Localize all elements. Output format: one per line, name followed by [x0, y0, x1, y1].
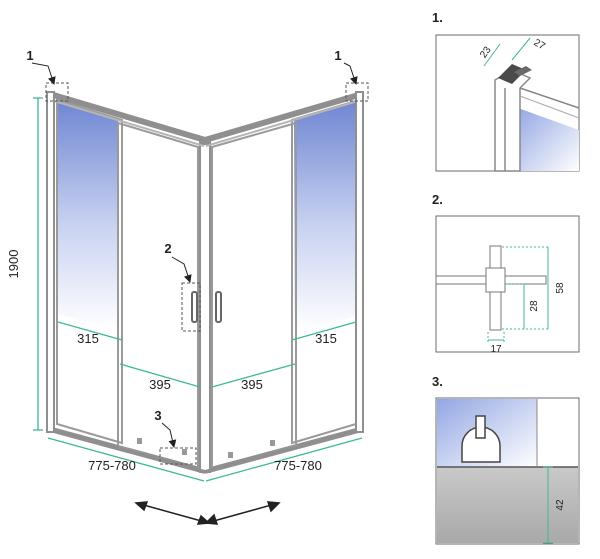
detail3-panel: [435, 397, 580, 545]
detail2-dimensions: [487, 246, 550, 344]
right-total-width: 775-780: [274, 458, 322, 473]
left-door-handle: [191, 291, 198, 323]
width-adjust-arrows: [134, 501, 281, 525]
left-total-width: 775-780: [88, 458, 136, 473]
callout-box-roller: [159, 447, 197, 465]
top-rail-inner-right: [205, 100, 359, 147]
bottom-rail-left: [49, 428, 206, 474]
top-rail-right: [204, 91, 363, 143]
right-door-handle: [215, 291, 222, 323]
corner-cap: [200, 137, 210, 145]
detail2-dim-total: 58: [555, 282, 566, 294]
detail1-label: 1.: [432, 10, 443, 25]
detail3-dimensions: [543, 466, 553, 544]
bottom-rail-right: [204, 428, 363, 474]
top-rail-left: [49, 91, 206, 143]
callout-box-handle: [181, 282, 201, 332]
dimension-lines: [33, 97, 363, 482]
left-wall-profile: [46, 91, 55, 433]
bottom-rollers: [137, 438, 275, 458]
right-fixed-glass: [294, 101, 356, 332]
callout-leaders: [31, 62, 358, 448]
shower-enclosure: [46, 91, 364, 474]
detail3-dim-height: 42: [555, 499, 566, 511]
left-fixed-width: 315: [77, 331, 99, 346]
detail1-dim-b: 27: [532, 37, 548, 52]
callout-box-top-left: [45, 82, 69, 102]
detail2-label: 2.: [432, 192, 443, 207]
height-dimension: 1900: [6, 250, 21, 279]
detail1-panel: [435, 34, 580, 172]
detail1-profile-cap: [498, 64, 526, 84]
right-wall-profile: [355, 91, 364, 433]
detail3-label: 3.: [432, 374, 443, 389]
left-fixed-panel: [56, 98, 123, 445]
right-door-width: 395: [241, 377, 263, 392]
callout-label-handle: 2: [164, 241, 171, 256]
callout-label-top-right: 1: [334, 48, 341, 63]
detail2-dim-handle: 28: [529, 300, 540, 312]
detail2-dim-depth: 17: [490, 344, 502, 355]
detail3-floor: [437, 467, 578, 543]
callout-label-top-left: 1: [26, 48, 33, 63]
left-door-width: 395: [149, 377, 171, 392]
top-rail-inner-left: [53, 100, 205, 147]
callout-label-roller: 3: [154, 408, 161, 423]
left-fixed-glass: [57, 100, 118, 330]
right-fixed-width: 315: [315, 331, 337, 346]
detail1-dimensions: [483, 37, 531, 67]
corner-post: [199, 139, 211, 473]
